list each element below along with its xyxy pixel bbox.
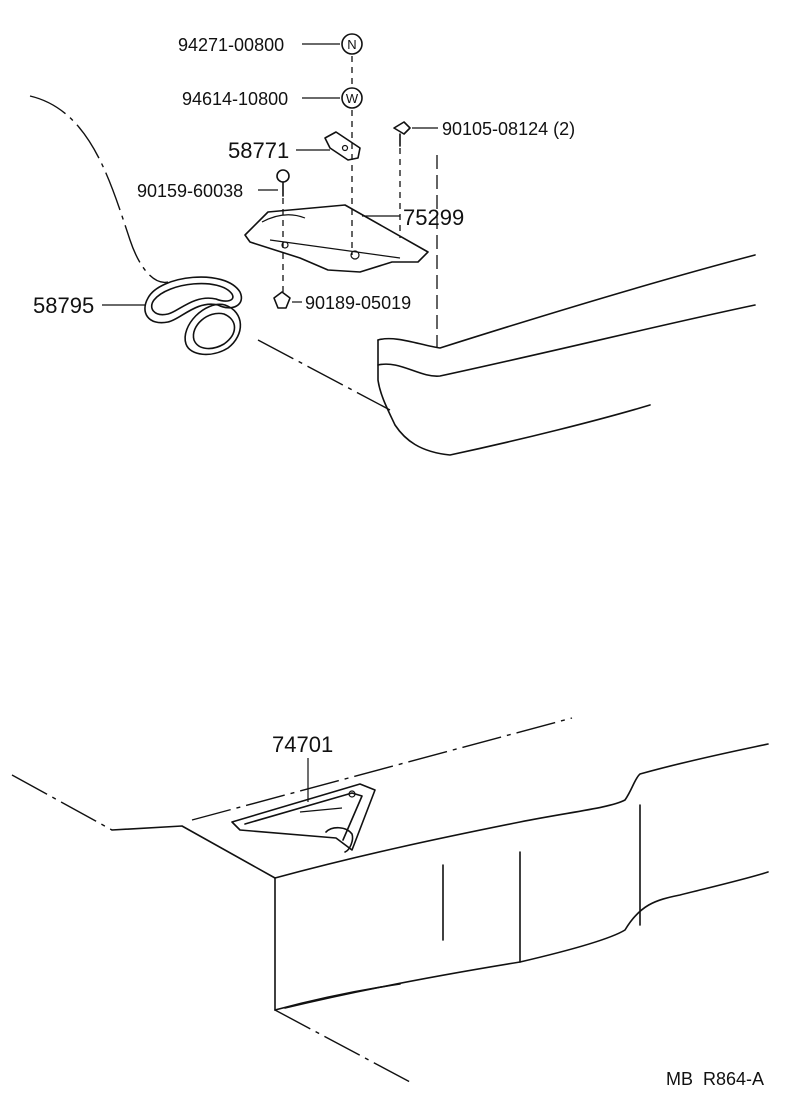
upper-body-outline xyxy=(29,95,756,456)
leader-lines-top xyxy=(102,43,438,306)
ring-58795 xyxy=(144,276,243,356)
holder-74701 xyxy=(231,783,376,853)
diagram-code: MB R864-A xyxy=(666,1069,764,1089)
alignment-lines-top xyxy=(282,56,401,292)
label-58771: 58771 xyxy=(228,138,289,163)
label-90189-05019: 90189-05019 xyxy=(305,293,411,313)
screw-90159 xyxy=(276,169,290,197)
label-90159-60038: 90159-60038 xyxy=(137,181,243,201)
washer-symbol-letter: W xyxy=(346,91,359,106)
label-90105-08124: 90105-08124 (2) xyxy=(442,119,575,139)
cover-plate-75299 xyxy=(244,204,429,273)
label-75299: 75299 xyxy=(403,205,464,230)
washer-symbol: W xyxy=(341,87,363,109)
nut-symbol-letter: N xyxy=(347,37,356,52)
screw-90105 xyxy=(393,121,411,147)
nut-symbol: N xyxy=(341,33,363,55)
lower-body-outline xyxy=(11,717,769,1083)
bracket-58771 xyxy=(324,131,361,161)
label-94614-10800: 94614-10800 xyxy=(182,89,288,109)
label-94271-00800: 94271-00800 xyxy=(178,35,284,55)
label-74701: 74701 xyxy=(272,732,333,757)
clip-90189 xyxy=(273,291,291,309)
label-58795: 58795 xyxy=(33,293,94,318)
